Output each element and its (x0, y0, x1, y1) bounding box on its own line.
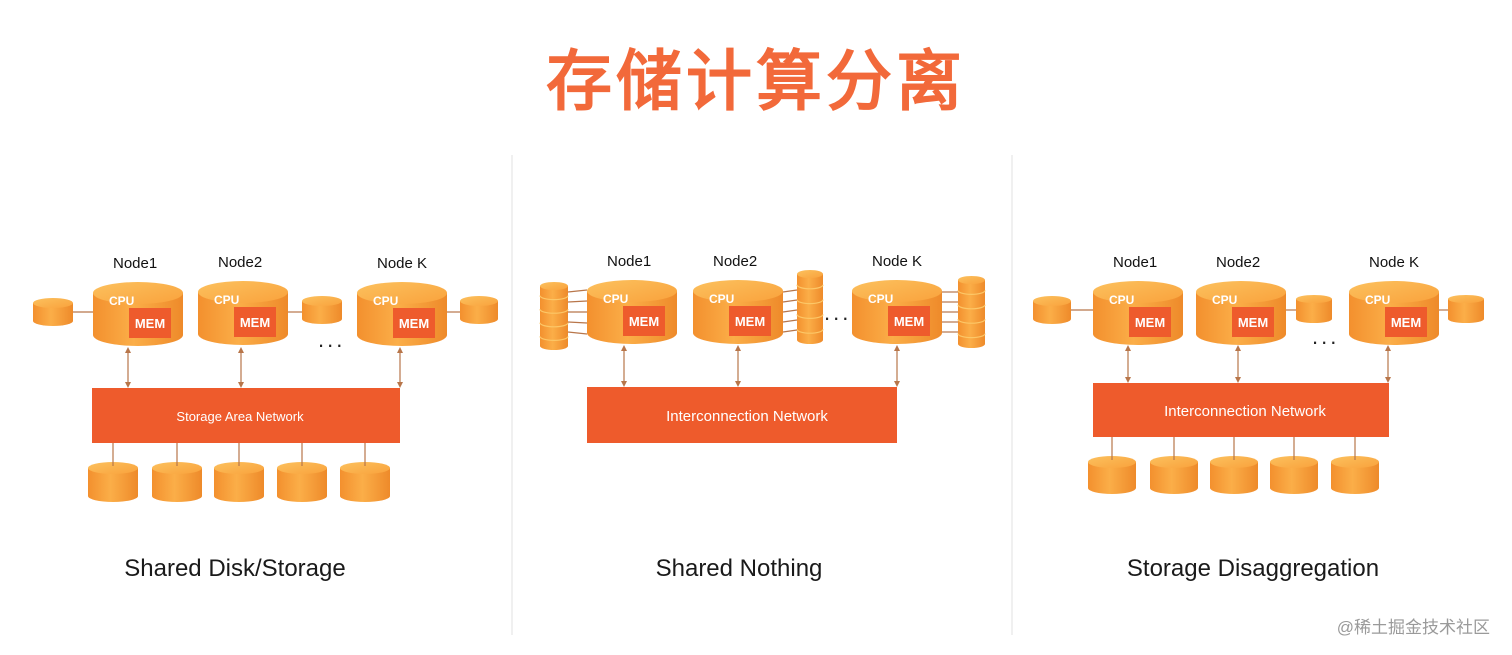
mem-block (1232, 307, 1274, 337)
network-label: Storage Area Network (176, 409, 304, 424)
storage-link (782, 319, 798, 323)
cpu-label: CPU (1212, 293, 1237, 307)
cpu-label: CPU (709, 292, 734, 306)
mem-block (129, 308, 171, 338)
mem-block (234, 307, 276, 337)
mem-label: MEM (894, 314, 924, 329)
storage-disk (1150, 456, 1198, 494)
node-label: Node1 (1113, 254, 1157, 271)
cpu-label: CPU (868, 292, 893, 306)
cpu-label: CPU (1365, 293, 1390, 307)
local-disk (1448, 295, 1484, 323)
panel-caption: Storage Disaggregation (1127, 555, 1379, 582)
node-label: Node K (377, 255, 427, 272)
cpu-label: CPU (109, 294, 134, 308)
ellipsis-text: ... (824, 300, 851, 325)
storage-disk (1210, 456, 1258, 494)
storage-link (782, 329, 798, 333)
storage-disk (1270, 456, 1318, 494)
local-disk (460, 296, 498, 324)
storage-disk (277, 462, 327, 502)
mem-label: MEM (135, 316, 165, 331)
local-storage-stack (796, 270, 824, 344)
local-disk (33, 298, 73, 326)
cpu-label: CPU (214, 293, 239, 307)
mem-label: MEM (735, 314, 765, 329)
storage-disk (88, 462, 138, 502)
network-label: Interconnection Network (1164, 403, 1326, 420)
mem-label: MEM (1238, 315, 1268, 330)
mem-block (729, 306, 771, 336)
mem-label: MEM (629, 314, 659, 329)
storage-link (782, 309, 798, 313)
node-label: Node K (872, 253, 922, 270)
local-disk (302, 296, 342, 324)
storage-link (567, 331, 588, 335)
ellipsis-text: ... (318, 327, 345, 352)
storage-disk (1088, 456, 1136, 494)
watermark: @稀土掘金技术社区 (1336, 618, 1490, 637)
cpu-label: CPU (373, 294, 398, 308)
cpu-label: CPU (603, 292, 628, 306)
mem-label: MEM (399, 316, 429, 331)
local-storage-stack (957, 276, 986, 348)
mem-block (888, 306, 930, 336)
storage-disk (340, 462, 390, 502)
network-bar (1093, 383, 1389, 437)
mem-block (1129, 307, 1171, 337)
mem-label: MEM (1391, 315, 1421, 330)
network-label: Interconnection Network (666, 408, 828, 425)
storage-link (782, 289, 798, 293)
storage-link (782, 299, 798, 303)
storage-disk (152, 462, 202, 502)
node-label: Node1 (113, 255, 157, 272)
mem-label: MEM (1135, 315, 1165, 330)
mem-block (393, 308, 435, 338)
panel-caption: Shared Disk/Storage (124, 555, 345, 582)
ellipsis-text: ... (1312, 324, 1339, 349)
local-disk (1033, 296, 1071, 324)
storage-disk (1331, 456, 1379, 494)
network-bar (92, 388, 400, 443)
mem-block (623, 306, 665, 336)
panel-caption: Shared Nothing (656, 555, 823, 582)
node-label: Node2 (1216, 254, 1260, 271)
local-disk (1296, 295, 1332, 323)
cpu-label: CPU (1109, 293, 1134, 307)
local-storage-stack (539, 282, 569, 350)
network-bar (587, 387, 897, 443)
storage-link (567, 321, 588, 324)
node-label: Node2 (218, 254, 262, 271)
mem-label: MEM (240, 315, 270, 330)
node-label: Node1 (607, 253, 651, 270)
storage-disk (214, 462, 264, 502)
storage-link (567, 289, 588, 293)
node-label: Node2 (713, 253, 757, 270)
node-label: Node K (1369, 254, 1419, 271)
page-title: 存储计算分离 (546, 43, 966, 120)
storage-link (567, 300, 588, 303)
mem-block (1385, 307, 1427, 337)
